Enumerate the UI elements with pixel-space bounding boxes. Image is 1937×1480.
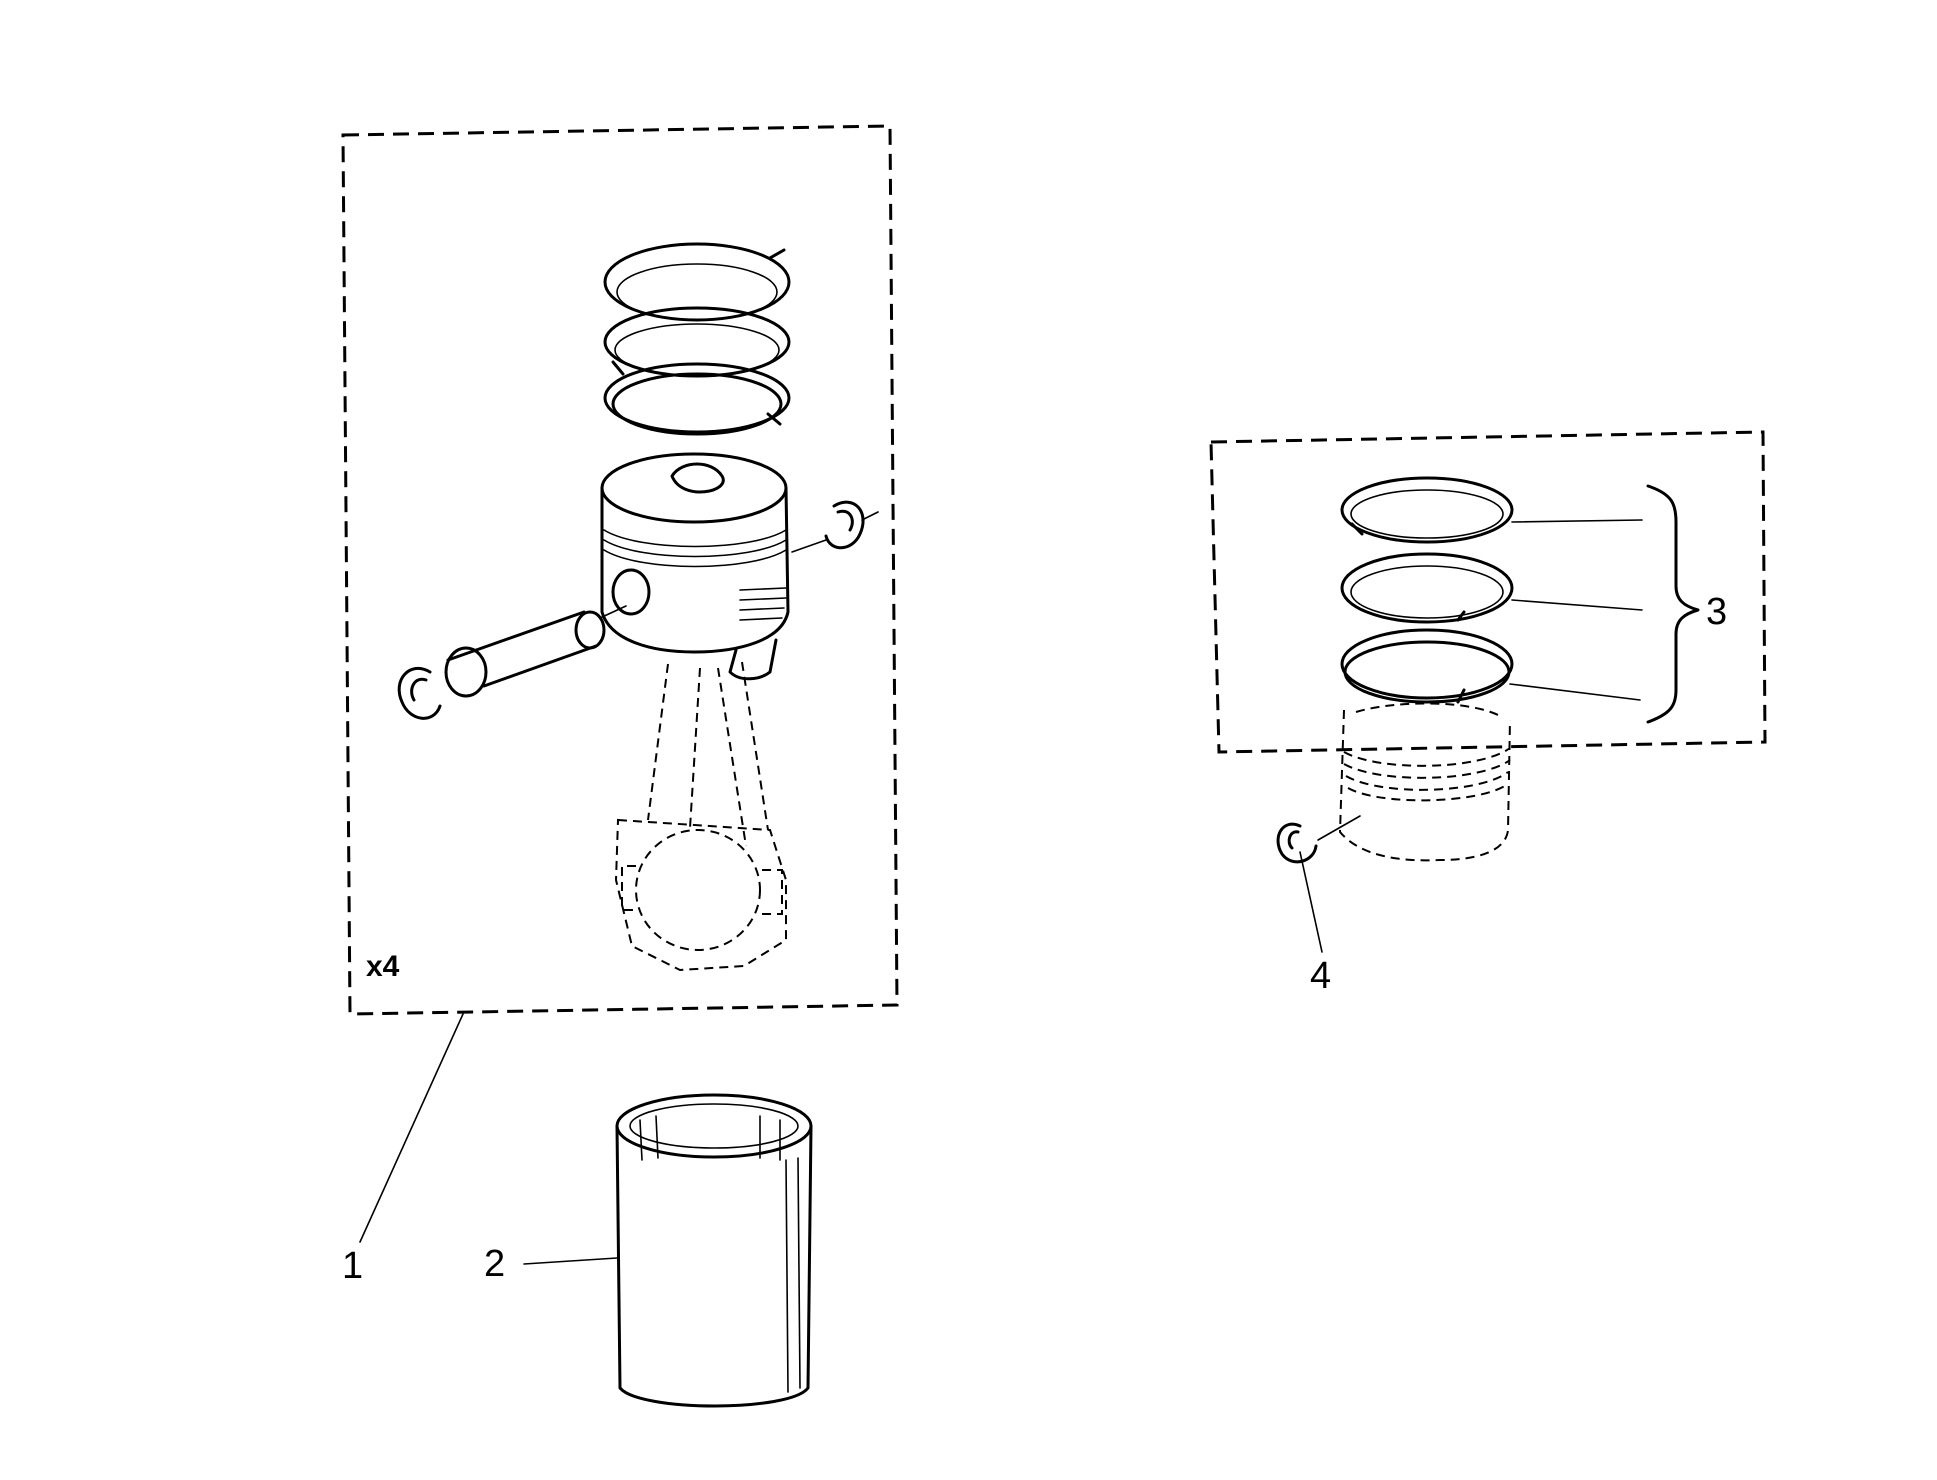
ring-set-dashed-border <box>1209 430 1767 754</box>
leader-line-1 <box>359 1013 464 1243</box>
ring-set-rings <box>1340 476 1514 704</box>
bracket <box>1646 484 1700 724</box>
connecting-rod <box>614 661 787 972</box>
ring-set-group <box>1209 430 1767 754</box>
leader-line-2 <box>523 1257 618 1265</box>
circlip-item-4 <box>1276 815 1361 864</box>
quantity-label: x4 <box>366 950 400 983</box>
gudgeon-pin <box>444 605 627 698</box>
callout-4: 4 <box>1310 955 1331 997</box>
circlips <box>397 500 879 720</box>
cylinder-liner <box>615 1093 813 1408</box>
callout-1: 1 <box>342 1245 363 1287</box>
piston-rings <box>603 242 791 436</box>
piston <box>600 452 790 681</box>
piston-assembly-group: x4 <box>341 124 899 1016</box>
hidden-piston <box>1338 702 1511 862</box>
leader-line-4 <box>1299 851 1323 953</box>
callout-2: 2 <box>484 1243 505 1285</box>
assembly-dashed-border <box>341 124 899 1016</box>
callout-3: 3 <box>1706 591 1727 633</box>
